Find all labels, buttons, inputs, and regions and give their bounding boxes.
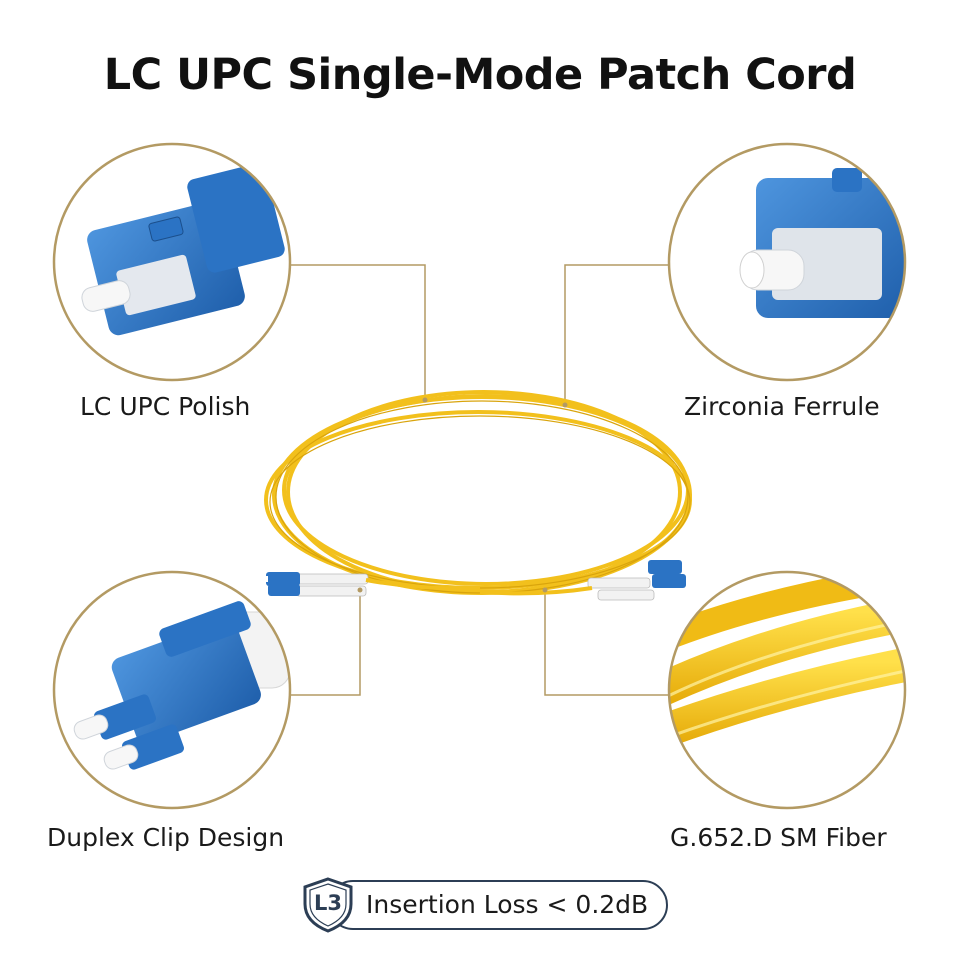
callout-label-polish: LC UPC Polish [80,392,251,421]
coil-connectors-left [262,572,481,597]
shield-icon [303,877,353,933]
fiber-coil [264,390,692,595]
detail-circle-duplex-clip [52,570,292,810]
coil-marker-right [542,587,548,593]
leader-lines [290,264,670,696]
page-title: LC UPC Single-Mode Patch Cord [103,50,857,100]
coil-marker-left [357,587,363,593]
shield-icon-label: L3 [314,891,342,915]
callout-label-sm-fiber: G.652.D SM Fiber [670,823,887,852]
detail-circle-sm-fiber [667,570,907,810]
coil-connectors-right [479,560,686,601]
coil-marker-top [422,397,428,403]
badge-text: Insertion Loss < 0.2dB [366,890,649,919]
insertion-loss-badge: L3 Insertion Loss < 0.2dB [300,876,670,933]
coil-marker-top-right [562,402,568,408]
callout-label-duplex-clip: Duplex Clip Design [47,823,285,852]
detail-circle-ferrule [667,142,907,382]
callout-label-ferrule: Zirconia Ferrule [684,392,880,421]
detail-circle-polish [52,142,292,382]
